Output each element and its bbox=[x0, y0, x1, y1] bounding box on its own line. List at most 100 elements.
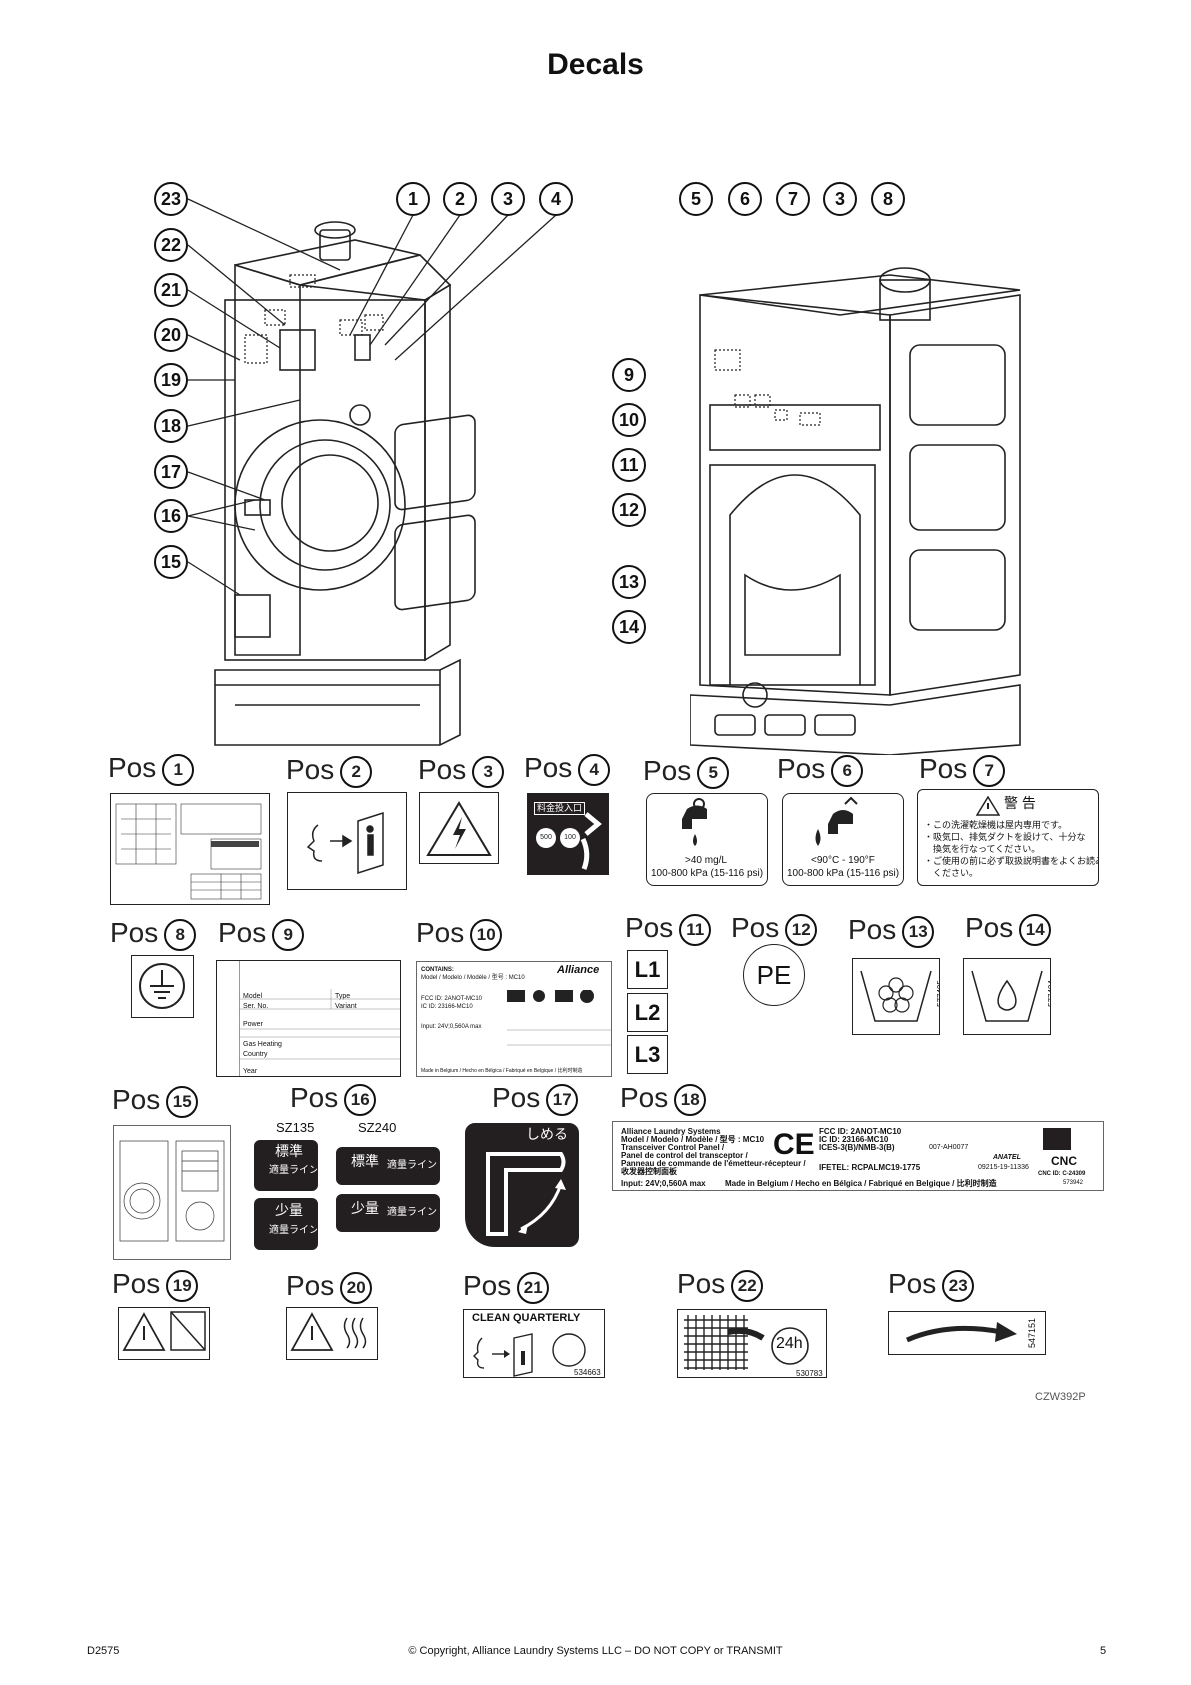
ce-mark: C​E bbox=[773, 1128, 815, 1161]
d17-text: しめる bbox=[526, 1126, 568, 1142]
curved-arrow-icon bbox=[906, 1322, 1017, 1343]
decal-16-small-sz240: 少量 適量ライン bbox=[336, 1194, 440, 1232]
door-close-icon bbox=[486, 1152, 566, 1236]
decal-11-l2: L2 bbox=[627, 993, 668, 1032]
coin-slot-label: 料金投入口 bbox=[534, 802, 586, 815]
plate-ser: Ser. No. bbox=[243, 1003, 269, 1010]
plate-variant: Variant bbox=[335, 1003, 357, 1010]
callout-10: 10 bbox=[612, 403, 646, 437]
hot-faucet-icon bbox=[815, 796, 858, 846]
decal-10-transceiver: CONTAINS: Alliance Model / Modelo / Modè… bbox=[416, 961, 612, 1077]
callout-14: 14 bbox=[612, 610, 646, 644]
warning-icon bbox=[976, 796, 1000, 816]
coin-100: 100 bbox=[560, 828, 580, 848]
decal-4-coin-entry: 料金投入口 500 100 bbox=[527, 793, 609, 875]
decal-7-l3: 換気を行なってください。 bbox=[924, 844, 1041, 854]
callout-17: 17 bbox=[154, 455, 188, 489]
rear-machine-illustration bbox=[690, 267, 1021, 755]
decal-7-title: 警 告 bbox=[1004, 795, 1036, 811]
page-title: Decals bbox=[547, 48, 644, 81]
footer-center: © Copyright, Alliance Laundry Systems LL… bbox=[408, 1645, 783, 1657]
plate-model: Model bbox=[243, 993, 263, 1000]
decal-7-l2: ・吸気口、排気ダクトを設けて、十分な bbox=[924, 832, 1086, 842]
decal-21-clean-quarterly: CLEAN QUARTERLY 534663 bbox=[463, 1309, 605, 1378]
decal-20-hot-surface bbox=[286, 1307, 378, 1360]
callout-16: 16 bbox=[154, 499, 188, 533]
flower-icon bbox=[860, 970, 932, 1022]
d10-model: Model / Modelo / Modèle / 型号 : MC10 bbox=[421, 975, 525, 981]
decal-5-line1: >40 mg/L bbox=[685, 855, 727, 866]
ground-icon bbox=[139, 963, 185, 1009]
decal-2-read-manual bbox=[287, 792, 407, 890]
front-leader-lines bbox=[187, 198, 557, 596]
decal-17-close-door: しめる bbox=[465, 1123, 579, 1247]
decal-7-l5: ください。 bbox=[924, 868, 979, 878]
nom-mark bbox=[1043, 1128, 1071, 1150]
callout-21: 21 bbox=[154, 273, 188, 307]
d16-model2: SZ240 bbox=[358, 1120, 397, 1135]
callout-8: 8 bbox=[871, 182, 905, 216]
d10-brand: Alliance bbox=[557, 964, 600, 976]
plate-type: Type bbox=[335, 993, 351, 1000]
footer-left: D2575 bbox=[87, 1645, 120, 1657]
decal-11-l3: L3 bbox=[627, 1035, 668, 1074]
decal-19-no-hands bbox=[118, 1307, 210, 1360]
d10-ic: IC ID: 23166-MC10 bbox=[421, 1004, 473, 1010]
plate-gas: Gas Heating bbox=[243, 1041, 282, 1048]
front-machine-illustration bbox=[214, 221, 476, 746]
heat-icon bbox=[343, 1317, 367, 1349]
d16-model1: SZ135 bbox=[276, 1120, 315, 1135]
drop-icon bbox=[971, 970, 1043, 1022]
decal-7-jp-warning: 警 告 ・この洗濯乾燥機は屋内専用です。 ・吸気口、排気ダクトを設けて、十分な … bbox=[917, 789, 1099, 886]
decal-13-softener: 577405 bbox=[852, 958, 940, 1035]
decal-1-wiring-diagram bbox=[110, 793, 270, 905]
decal-12-pe: PE bbox=[743, 944, 805, 1006]
callout-12: 12 bbox=[612, 493, 646, 527]
d21-title: CLEAN QUARTERLY bbox=[472, 1312, 581, 1324]
decal-11-l1: L1 bbox=[627, 950, 668, 989]
plate-country: Country bbox=[243, 1051, 268, 1058]
decal-3-electrical-hazard bbox=[419, 792, 499, 864]
d10-input: Input: 24V;0,560A max bbox=[421, 1024, 482, 1030]
plate-power: Power bbox=[243, 1021, 263, 1028]
decal-14-detergent: 577404 bbox=[963, 958, 1051, 1035]
callout-6: 6 bbox=[728, 182, 762, 216]
callout-13: 13 bbox=[612, 565, 646, 599]
decal-18-regulatory-label: Alliance Laundry Systems Model / Modelo … bbox=[612, 1121, 1104, 1191]
decal-15-machine-sides bbox=[113, 1125, 231, 1260]
decal-16-standard-sz240: 標準 適量ライン bbox=[336, 1147, 440, 1185]
d10-fcc: FCC ID: 2ANOT-MC10 bbox=[421, 996, 483, 1002]
decal-8-ground bbox=[131, 955, 194, 1018]
decal-6-line1: <90°C - 190°F bbox=[811, 855, 875, 866]
coin-500: 500 bbox=[536, 828, 556, 848]
d10-made: Made in Belgium / Hecho en Bélgica / Fab… bbox=[421, 1068, 583, 1074]
decal-16-small-sz135: 少量 適量ライン bbox=[254, 1198, 318, 1250]
callout-20: 20 bbox=[154, 318, 188, 352]
decal-16-standard-sz135: 標準 適量ライン bbox=[254, 1140, 318, 1191]
d14-code: 577404 bbox=[1046, 980, 1051, 1007]
d13-code: 577405 bbox=[935, 980, 940, 1007]
decal-7-l1: ・この洗濯乾燥機は屋内専用です。 bbox=[924, 820, 1068, 830]
decal-5-water-supply: >40 mg/L 100-800 kPa (15-116 psi) bbox=[646, 793, 768, 886]
callout-1: 1 bbox=[396, 182, 430, 216]
callout-11: 11 bbox=[612, 448, 646, 482]
decal-6-line2: 100-800 kPa (15-116 psi) bbox=[787, 868, 900, 879]
decal-22-filter-24h: 24h 530783 bbox=[677, 1309, 827, 1378]
